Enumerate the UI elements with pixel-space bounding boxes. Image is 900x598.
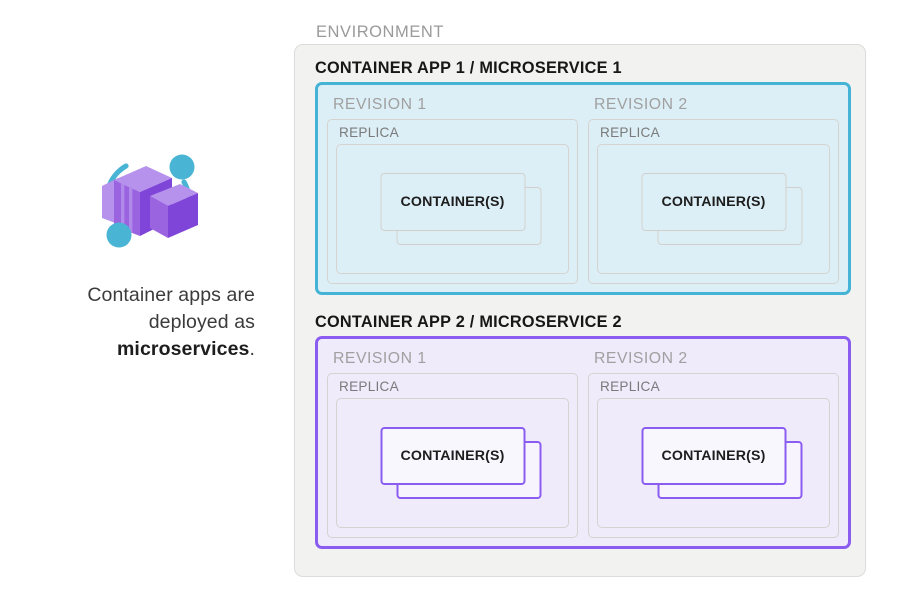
revision-label: REVISION 2 (594, 96, 688, 113)
container-app-title-1: CONTAINER APP 1 / MICROSERVICE 1 (315, 59, 622, 77)
replica-label: REPLICA (339, 125, 399, 140)
replica-box: REPLICA CONTAINER(S) (588, 373, 839, 538)
revision-2-app-1: REVISION 2 REPLICA CONTAINER(S) (588, 93, 839, 284)
container-stack: CONTAINER(S) (380, 173, 541, 245)
replica-inner-box: CONTAINER(S) (336, 398, 569, 528)
revision-label: REVISION 1 (333, 96, 427, 113)
caption-line-1: Container apps are (87, 284, 255, 306)
environment-label: ENVIRONMENT (316, 23, 444, 41)
caption-text: Container apps are deployed as microserv… (40, 282, 255, 363)
container-box-front: CONTAINER(S) (380, 427, 525, 485)
container-app-panel-1: REVISION 1 REPLICA CONTAINER(S) REVISION… (315, 82, 851, 295)
caption-line-2: deployed as (148, 311, 255, 333)
container-app-block-1: CONTAINER APP 1 / MICROSERVICE 1 REVISIO… (315, 59, 851, 295)
revision-1-app-2: REVISION 1 REPLICA CONTAINER(S) (327, 347, 578, 538)
replica-inner-box: CONTAINER(S) (597, 398, 830, 528)
revision-label: REVISION 2 (594, 350, 688, 367)
replica-box: REPLICA CONTAINER(S) (588, 119, 839, 284)
revision-1-app-1: REVISION 1 REPLICA CONTAINER(S) (327, 93, 578, 284)
container-box-front: CONTAINER(S) (380, 173, 525, 231)
icon-dot-top (169, 154, 194, 180)
container-stack: CONTAINER(S) (380, 427, 541, 499)
icon-dot-bottom (106, 222, 131, 248)
revision-label: REVISION 1 (333, 350, 427, 367)
replica-label: REPLICA (600, 125, 660, 140)
replica-box: REPLICA CONTAINER(S) (327, 373, 578, 538)
container-box-front: CONTAINER(S) (641, 173, 786, 231)
container-box-front: CONTAINER(S) (641, 427, 786, 485)
container-stack: CONTAINER(S) (641, 173, 802, 245)
container-app-block-2: CONTAINER APP 2 / MICROSERVICE 2 REVISIO… (315, 313, 851, 549)
legend-column: Container apps are deployed as microserv… (40, 140, 255, 363)
azure-container-apps-icon (88, 140, 208, 260)
environment-panel: CONTAINER APP 1 / MICROSERVICE 1 REVISIO… (294, 44, 866, 577)
caption-period: . (249, 338, 255, 360)
replica-inner-box: CONTAINER(S) (336, 144, 569, 274)
container-app-title-2: CONTAINER APP 2 / MICROSERVICE 2 (315, 313, 622, 331)
container-app-panel-2: REVISION 1 REPLICA CONTAINER(S) REVISION… (315, 336, 851, 549)
container-stack: CONTAINER(S) (641, 427, 802, 499)
replica-label: REPLICA (600, 379, 660, 394)
revision-2-app-2: REVISION 2 REPLICA CONTAINER(S) (588, 347, 839, 538)
replica-inner-box: CONTAINER(S) (597, 144, 830, 274)
replica-label: REPLICA (339, 379, 399, 394)
caption-emphasis: microservices (116, 338, 250, 360)
replica-box: REPLICA CONTAINER(S) (327, 119, 578, 284)
